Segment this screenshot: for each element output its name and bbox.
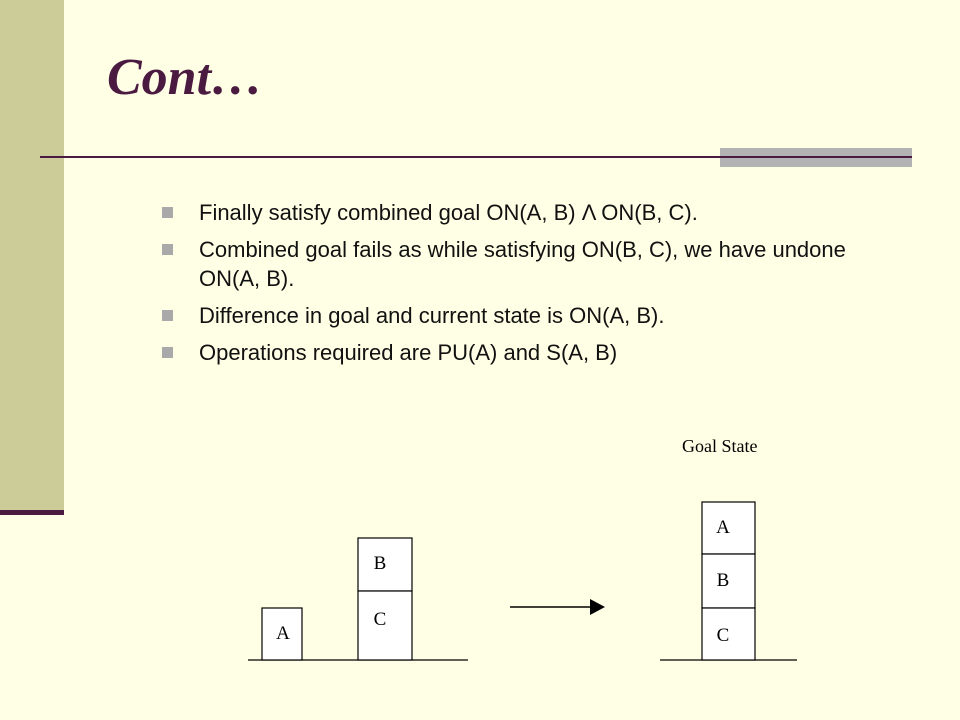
bullet-list: Finally satisfy combined goal ON(A, B) Λ… (162, 198, 902, 375)
current-state-block-a (261, 607, 303, 661)
title-rule-accent-line (720, 156, 912, 158)
bullet-text: Finally satisfy combined goal ON(A, B) Λ… (199, 200, 698, 225)
square-bullet-icon (162, 310, 173, 321)
side-band-foot (0, 510, 64, 515)
bullet-item: Difference in goal and current state is … (162, 301, 902, 330)
bullet-text: Operations required are PU(A) and S(A, B… (199, 340, 618, 365)
current-state-block-c-label: C (374, 609, 387, 630)
square-bullet-icon (162, 347, 173, 358)
current-state-block-b-label: B (374, 553, 387, 574)
bullet-text: Difference in goal and current state is … (199, 303, 665, 328)
goal-state-label: Goal State (682, 436, 757, 456)
goal-state-block-a-label: A (716, 517, 730, 538)
current-state-block-b (357, 537, 413, 592)
goal-state-block-b-label: B (717, 570, 730, 591)
goal-state-block-c-label: C (717, 625, 730, 646)
transition-arrow-head-icon (590, 599, 605, 615)
square-bullet-icon (162, 207, 173, 218)
side-band (0, 0, 64, 512)
bullet-item: Finally satisfy combined goal ON(A, B) Λ… (162, 198, 902, 227)
bullet-text: Combined goal fails as while satisfying … (199, 237, 846, 291)
slide-title: Cont… (107, 49, 264, 106)
goal-state-block-c (701, 607, 756, 661)
square-bullet-icon (162, 244, 173, 255)
bullet-item: Combined goal fails as while satisfying … (162, 235, 902, 293)
title-rule (40, 156, 912, 158)
current-state-block-c (357, 590, 413, 661)
goal-state-block-b (701, 553, 756, 609)
current-state-block-a-label: A (276, 623, 290, 644)
bullet-item: Operations required are PU(A) and S(A, B… (162, 338, 902, 367)
goal-state-block-a (701, 501, 756, 555)
